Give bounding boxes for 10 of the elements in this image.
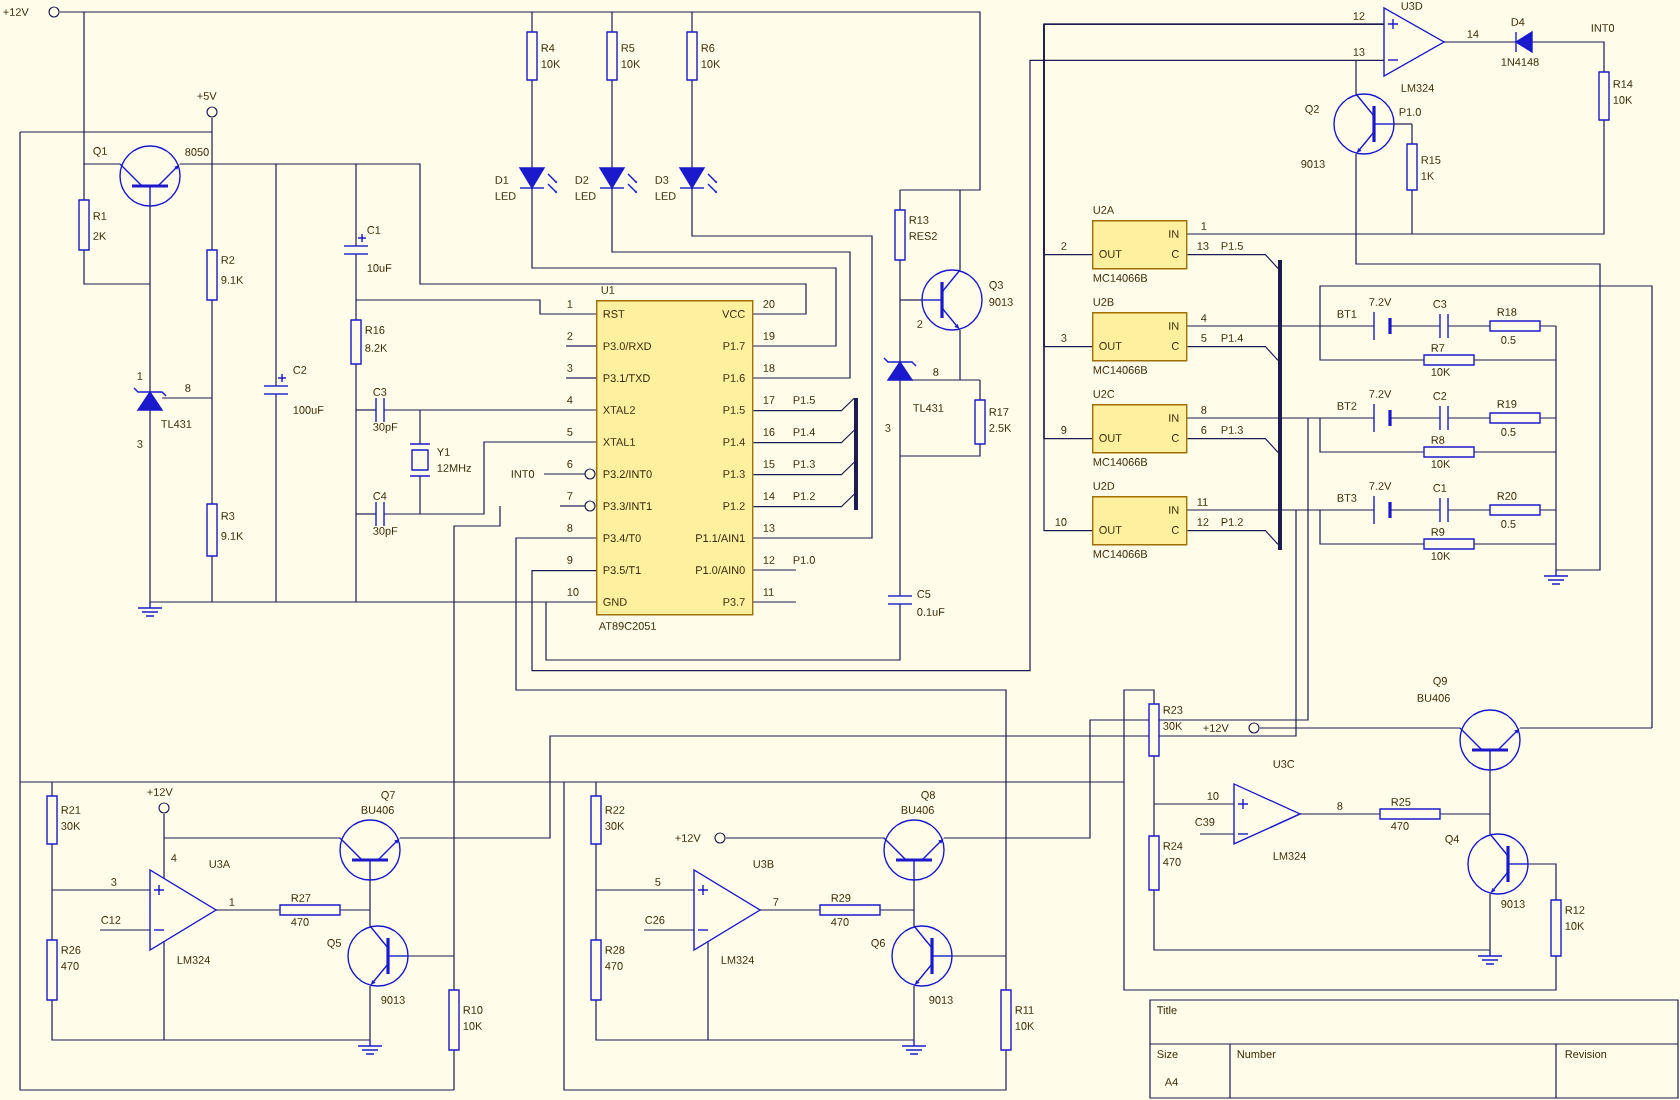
wire [752, 461, 855, 476]
wire [1186, 530, 1279, 545]
wire [752, 397, 855, 412]
wire [752, 493, 855, 508]
wire [1186, 254, 1279, 269]
wire [531, 59, 1385, 672]
wire [1186, 346, 1279, 361]
wire [752, 429, 855, 444]
wire [1186, 438, 1279, 453]
wire [1043, 23, 1385, 532]
